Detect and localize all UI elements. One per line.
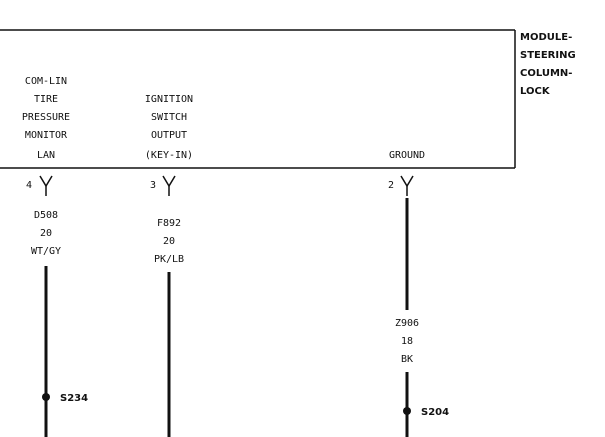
module-title-line-3: COLUMN-: [520, 68, 572, 79]
pin-4-function-line-3: PRESSURE: [22, 112, 70, 123]
pin-2-function: GROUND: [389, 150, 425, 161]
pin-2-wire-gauge: 18: [401, 336, 413, 347]
pin-4-function-line-5: LAN: [37, 150, 55, 161]
splice-s204-label: S204: [421, 407, 449, 418]
pin-4-wire-color: WT/GY: [31, 246, 61, 257]
module-title-line-2: STEERING: [520, 50, 576, 61]
pin-4-number: 4: [26, 180, 32, 191]
pin-3-connector-icon: [162, 175, 176, 196]
pin-3-number: 3: [150, 180, 156, 191]
pin-3-function-line-1: IGNITION: [145, 94, 193, 105]
pin-4-function-line-2: TIRE: [34, 94, 58, 105]
pin-3-function-line-4: (KEY-IN): [145, 150, 193, 161]
pin-4-connector-icon: [39, 175, 53, 196]
pin-3-function-line-3: OUTPUT: [151, 130, 187, 141]
module-title-line-1: MODULE-: [520, 32, 572, 43]
pin-2-wire-circuit: Z906: [395, 318, 419, 329]
pin-4-wire-gauge: 20: [40, 228, 52, 239]
pin-2-connector-icon: [400, 175, 414, 196]
pin-4-wire-circuit: D508: [34, 210, 58, 221]
pin-3-wire-circuit: F892: [157, 218, 181, 229]
pin-2-number: 2: [388, 180, 394, 191]
pin-3-wire-color: PK/LB: [154, 254, 184, 265]
module-title-line-4: LOCK: [520, 86, 551, 97]
pin-4-function-line-4: MONITOR: [25, 130, 68, 141]
pin-4-function-line-1: COM-LIN: [25, 76, 67, 87]
pin-2-function-line-1: GROUND: [389, 150, 425, 161]
module-box: [0, 29, 516, 169]
pin-3-function: IGNITION SWITCH OUTPUT (KEY-IN): [145, 94, 193, 161]
splice-s234-dot: [42, 393, 50, 401]
pin-3-function-line-2: SWITCH: [151, 112, 187, 123]
pin-3-wire-gauge: 20: [163, 236, 175, 247]
pin-2-wire-color: BK: [401, 354, 413, 365]
splice-s204-dot: [403, 407, 411, 415]
module-title: MODULE- STEERING COLUMN- LOCK: [520, 32, 576, 97]
splice-s234-label: S234: [60, 393, 88, 404]
pin-4-function: COM-LIN TIRE PRESSURE MONITOR LAN: [22, 76, 70, 161]
